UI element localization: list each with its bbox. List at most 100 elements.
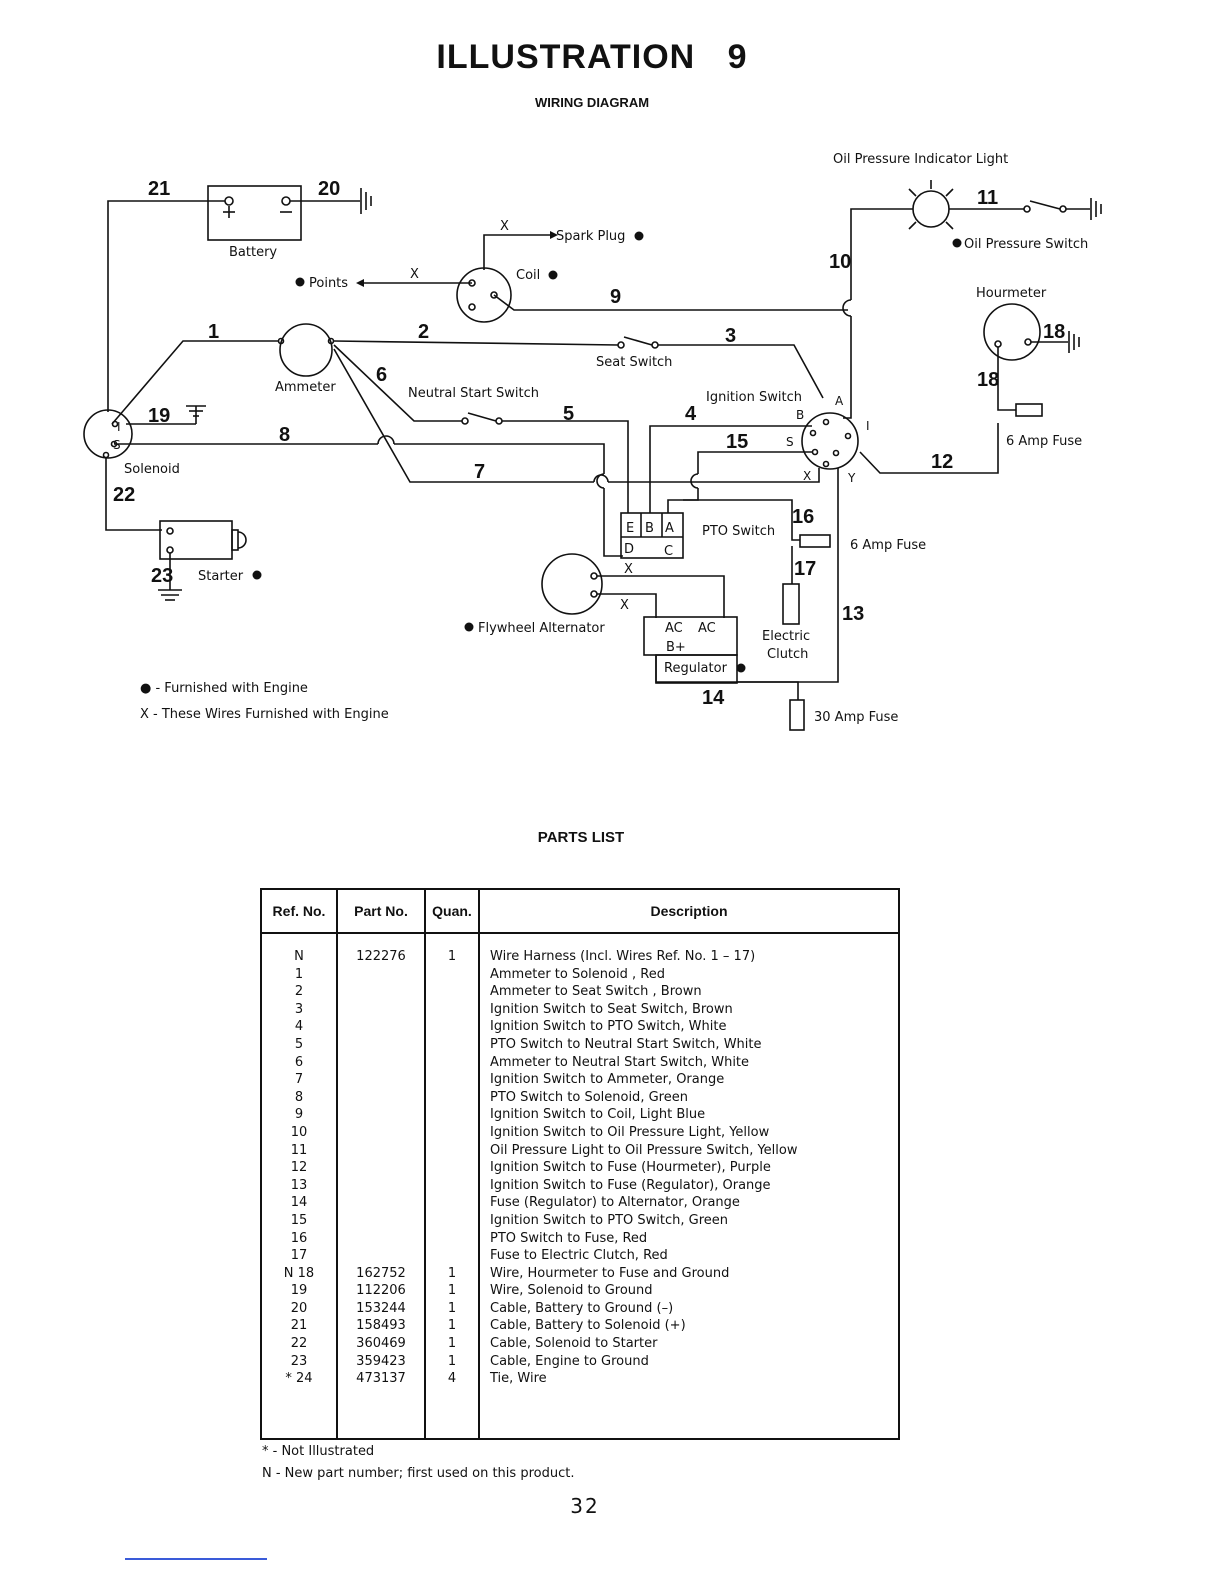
table-cell-desc: Wire, Hourmeter to Fuse and Ground bbox=[490, 1265, 730, 1281]
table-cell-ref: 7 bbox=[294, 1072, 304, 1088]
column-header-ref: Ref. No. bbox=[260, 888, 338, 934]
column-header-description: Description bbox=[478, 888, 900, 934]
table-cell-qty: 1 bbox=[447, 1300, 457, 1316]
divider bbox=[125, 1558, 267, 1560]
table-cell-ref: 20 bbox=[290, 1300, 308, 1316]
table-cell-ref: 17 bbox=[290, 1248, 308, 1264]
table-cell-desc: Fuse to Electric Clutch, Red bbox=[490, 1248, 668, 1264]
table-cell-part bbox=[339, 1194, 423, 1212]
table-cell-desc: Cable, Battery to Ground (–) bbox=[490, 1300, 674, 1316]
table-cell-ref: 6 bbox=[294, 1054, 304, 1070]
wire-number: 13 bbox=[842, 603, 864, 625]
regulator-ac2-label: AC bbox=[698, 621, 716, 636]
ign-terminal-x: X bbox=[803, 469, 811, 483]
fuse-6a-hourmeter-label: 6 Amp Fuse bbox=[1006, 434, 1082, 449]
table-cell-part bbox=[339, 966, 423, 984]
wire-number: 3 bbox=[725, 325, 736, 347]
table-cell-part: 122276 bbox=[356, 949, 406, 964]
table-cell-qty bbox=[427, 1212, 477, 1230]
oil-switch-label: Oil Pressure Switch bbox=[964, 237, 1088, 252]
table-cell-qty bbox=[427, 1089, 477, 1107]
table-cell-qty bbox=[427, 1106, 477, 1124]
ammeter-body bbox=[279, 323, 333, 377]
table-cell-qty bbox=[427, 1177, 477, 1195]
table-cell-ref: 2 bbox=[294, 984, 304, 1000]
flywheel-alternator-body bbox=[541, 553, 603, 615]
table-cell-ref: 4 bbox=[294, 1019, 304, 1035]
table-cell-part: 360469 bbox=[356, 1336, 406, 1352]
table-cell-qty bbox=[427, 1247, 477, 1265]
table-cell-qty bbox=[427, 966, 477, 984]
description-column: Wire Harness (Incl. Wires Ref. No. 1 – 1… bbox=[478, 933, 900, 1439]
furnished-dot-icon bbox=[634, 231, 644, 241]
table-cell-ref: N bbox=[294, 949, 304, 964]
table-cell-desc: Cable, Battery to Solenoid (+) bbox=[490, 1318, 686, 1334]
table-cell-desc: PTO Switch to Neutral Start Switch, Whit… bbox=[490, 1036, 762, 1052]
table-cell-ref: N 18 bbox=[283, 1265, 315, 1281]
wire-number: 16 bbox=[792, 506, 814, 528]
table-cell-ref: * 24 bbox=[285, 1371, 313, 1387]
table-cell-desc: Oil Pressure Light to Oil Pressure Switc… bbox=[490, 1142, 798, 1158]
column-header-qty: Quan. bbox=[424, 888, 480, 934]
regulator-label: Regulator bbox=[664, 661, 728, 676]
table-cell-ref: 1 bbox=[294, 966, 304, 982]
footnote-new-part: N - New part number; first used on this … bbox=[262, 1466, 575, 1481]
table-cell-desc: Ignition Switch to Fuse (Regulator), Ora… bbox=[490, 1177, 771, 1193]
table-cell-desc: Ignition Switch to PTO Switch, Green bbox=[490, 1212, 729, 1228]
table-cell-ref: 12 bbox=[290, 1160, 308, 1176]
table-cell-part: 158493 bbox=[356, 1318, 406, 1334]
wire-number: 21 bbox=[148, 178, 170, 200]
battery-label: Battery bbox=[229, 245, 277, 260]
pto-fuse bbox=[799, 534, 831, 548]
pto-terminal-c: C bbox=[664, 544, 673, 559]
ign-terminal-y: Y bbox=[847, 471, 856, 485]
x-mark: X bbox=[620, 598, 629, 613]
table-cell-part bbox=[339, 1230, 423, 1248]
table-cell-part bbox=[339, 1177, 423, 1195]
points-label: Points bbox=[309, 276, 348, 291]
wire-number: 18 bbox=[977, 369, 999, 391]
wire-number: 20 bbox=[318, 178, 340, 200]
table-cell-ref: 14 bbox=[290, 1195, 308, 1211]
starter-label: Starter bbox=[198, 569, 244, 584]
wire-number: 4 bbox=[685, 403, 697, 425]
points-arrow bbox=[356, 279, 364, 287]
hourmeter-label: Hourmeter bbox=[976, 286, 1047, 301]
column-header-part: Part No. bbox=[336, 888, 426, 934]
table-cell-part bbox=[339, 1089, 423, 1107]
ignition-switch-body bbox=[801, 412, 859, 470]
pto-terminal-b: B bbox=[645, 521, 654, 536]
table-cell-ref: 10 bbox=[290, 1124, 308, 1140]
furnished-dot-icon bbox=[252, 570, 262, 580]
table-cell-qty: 1 bbox=[447, 1336, 457, 1352]
x-mark: X bbox=[500, 219, 509, 234]
table-cell-qty bbox=[427, 1001, 477, 1019]
table-cell-ref: 9 bbox=[294, 1107, 304, 1123]
table-cell-ref: 8 bbox=[294, 1089, 304, 1105]
wire-number: 5 bbox=[563, 403, 574, 425]
battery-pos-terminal bbox=[224, 196, 234, 206]
table-cell-part bbox=[339, 1124, 423, 1142]
table-cell-qty: 1 bbox=[447, 1353, 457, 1369]
table-cell-qty bbox=[427, 1124, 477, 1142]
ign-terminal-b: B bbox=[796, 408, 804, 422]
ignition-switch-label: Ignition Switch bbox=[706, 390, 802, 405]
table-cell-ref: 21 bbox=[290, 1318, 308, 1334]
table-cell-qty bbox=[427, 1054, 477, 1072]
table-cell-qty: 1 bbox=[447, 1283, 457, 1299]
x-mark: X bbox=[410, 267, 419, 282]
wire-number: 9 bbox=[610, 286, 621, 308]
solenoid-body bbox=[83, 409, 133, 459]
wire-number: 18 bbox=[1043, 321, 1065, 343]
wire-number: 17 bbox=[794, 558, 816, 580]
spark-plug-label: Spark Plug bbox=[556, 229, 625, 244]
table-cell-qty: 4 bbox=[447, 1371, 457, 1387]
furnished-dot-icon bbox=[736, 663, 746, 673]
table-cell-ref: 3 bbox=[294, 1001, 304, 1017]
wire-number: 8 bbox=[279, 424, 290, 446]
table-cell-part bbox=[339, 1142, 423, 1160]
table-cell-desc: Fuse (Regulator) to Alternator, Orange bbox=[490, 1195, 740, 1211]
battery-neg-terminal bbox=[281, 196, 291, 206]
